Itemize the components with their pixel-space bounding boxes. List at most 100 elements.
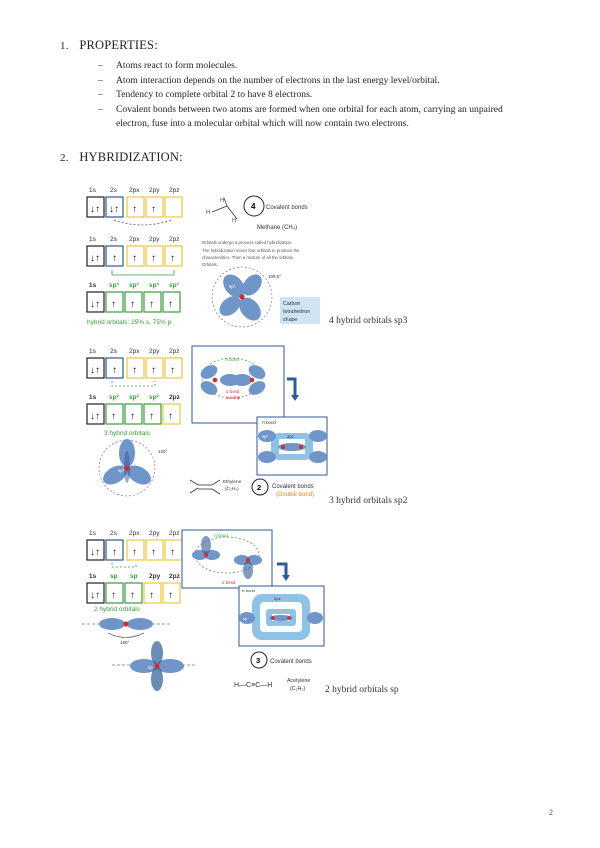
svg-text:shape: shape [283, 317, 297, 323]
svg-text:2 hybrid orbitals: 2 hybrid orbitals [94, 606, 141, 613]
svg-text:↑: ↑ [170, 365, 175, 376]
page-number: 2 [549, 808, 553, 817]
orbital-label: 2py [149, 187, 160, 194]
svg-text:109.5°: 109.5° [268, 274, 281, 279]
svg-text:↑: ↑ [132, 365, 137, 376]
svg-text:sp: sp [110, 573, 118, 580]
svg-text:2px: 2px [129, 530, 140, 537]
orbital-label: 2s [110, 187, 118, 194]
orbital-label: 2pz [169, 236, 179, 243]
orbital-label: 2px [129, 187, 140, 194]
bond-count: 4 [251, 202, 256, 211]
svg-text:The hybridization mixes four o: The hybridization mixes four orbitals to… [202, 248, 300, 253]
svg-text:H: H [220, 198, 224, 204]
svg-text:2: 2 [257, 483, 261, 492]
svg-text:overlap: overlap [226, 395, 241, 400]
caption-sp: 2 hybrid orbitals sp [325, 685, 399, 695]
orbital-label: sp³ [149, 282, 160, 289]
orbital-label: 2px [129, 236, 140, 243]
svg-text:↓↑: ↓↑ [90, 547, 100, 558]
caption-sp2: 3 hybrid orbitals sp2 [329, 496, 408, 506]
svg-text:π bond: π bond [262, 420, 276, 425]
section-title: HYBRIDIZATION: [79, 150, 183, 164]
section-number: 1. [60, 40, 69, 52]
molecule-label: Methane (CH₄) [257, 225, 297, 231]
ethylene-bond-panel: π bond sp² 2pz [258, 420, 327, 463]
svg-text:sp²: sp² [129, 394, 140, 401]
molecule-formula: H—C≡C—H [234, 682, 272, 689]
svg-text:↓↑: ↓↑ [90, 253, 100, 264]
svg-text:2pz: 2pz [169, 530, 179, 537]
svg-text:Carbon: Carbon [283, 301, 300, 307]
svg-text:sp²: sp² [262, 434, 269, 439]
svg-text:π bond: π bond [214, 533, 228, 538]
svg-text:↑: ↑ [168, 411, 173, 422]
svg-text:π bond: π bond [242, 588, 255, 593]
svg-text:↑: ↑ [132, 547, 137, 558]
svg-text:↑: ↑ [151, 253, 156, 264]
svg-text:Acetylene: Acetylene [287, 678, 310, 684]
svg-text:↑: ↑ [111, 411, 116, 422]
svg-text:2py: 2py [149, 530, 160, 537]
list-item: Tendency to complete orbital 2 to have 8… [98, 88, 528, 103]
svg-text:↓↑: ↓↑ [109, 204, 119, 215]
svg-text:↑: ↑ [170, 547, 175, 558]
orbital-label: sp³ [129, 282, 140, 289]
svg-text:2s: 2s [110, 530, 118, 537]
svg-text:1s: 1s [89, 394, 97, 401]
acetylene-bond-panel: π bond sp 2pz [239, 588, 323, 640]
section-heading: 1. PROPERTIES: [60, 38, 560, 53]
svg-text:↑: ↑ [130, 411, 135, 422]
svg-text:1s: 1s [89, 530, 97, 537]
sp-figure: 1s 2s 2px 2py 2pz ↓↑↑↑↑↑ 1s sp sp 2py 2p… [82, 529, 325, 692]
caption-sp3: 4 hybrid orbitals sp3 [329, 316, 408, 326]
svg-text:↑: ↑ [151, 547, 156, 558]
bond-label: Covalent bonds [266, 205, 308, 211]
section-title: PROPERTIES: [79, 38, 158, 52]
svg-text:sp: sp [243, 616, 248, 621]
svg-text:↑: ↑ [151, 204, 156, 215]
orbital-label: 2py [149, 236, 160, 243]
svg-text:↑: ↑ [168, 590, 173, 601]
svg-text:↑: ↑ [132, 204, 137, 215]
svg-text:↑: ↑ [132, 253, 137, 264]
orbital-label: sp³ [109, 282, 120, 289]
svg-text:↑: ↑ [130, 299, 135, 310]
svg-text:2pz: 2pz [169, 348, 179, 355]
svg-text:↑: ↑ [149, 590, 154, 601]
svg-text:↑: ↑ [130, 590, 135, 601]
methane-structure: 4 Covalent bonds H H H Methane (CH₄) [206, 195, 308, 231]
svg-text:↓↑: ↓↑ [90, 590, 100, 601]
svg-text:↑: ↑ [149, 411, 154, 422]
sp2-trigonal-orbitals: sp² 120° [98, 439, 168, 497]
sp3-figure: 1s 2s 2px 2py 2pz ↓↑↓↑↑↑ 1s 2s 2px 2py 2… [86, 187, 320, 328]
svg-text:Covalent bonds: Covalent bonds [270, 659, 312, 665]
svg-text:180°: 180° [120, 640, 130, 645]
svg-text:2pz: 2pz [169, 573, 181, 580]
svg-text:sp²: sp² [149, 394, 160, 401]
svg-text:1s: 1s [89, 348, 97, 355]
orbital-label: 1s [89, 236, 97, 243]
sp-overlap-diagram: π bond σ bond [192, 533, 262, 585]
svg-text:↑: ↑ [112, 365, 117, 376]
svg-text:↑: ↑ [170, 253, 175, 264]
svg-text:σ bond: σ bond [222, 580, 236, 585]
svg-text:Covalent bonds: Covalent bonds [272, 484, 314, 490]
svg-text:3: 3 [256, 656, 260, 665]
hybrid-note: hybrid orbitals: 25% s, 75% p [87, 319, 172, 326]
svg-text:σ bond: σ bond [226, 389, 240, 394]
svg-text:↑: ↑ [111, 590, 116, 601]
svg-text:(Double bond): (Double bond) [276, 492, 314, 498]
svg-text:2pz: 2pz [274, 596, 280, 601]
svg-text:↓↑: ↓↑ [90, 411, 100, 422]
svg-text:↑: ↑ [151, 365, 156, 376]
svg-text:↓↑: ↓↑ [90, 299, 100, 310]
svg-text:2py: 2py [149, 573, 161, 580]
svg-text:↓↑: ↓↑ [90, 204, 100, 215]
svg-text:Orbitals.: Orbitals. [202, 262, 218, 267]
section-properties: 1. PROPERTIES: Atoms react to form molec… [60, 38, 560, 132]
sp-linear-orbitals: 180° [82, 618, 172, 645]
svg-text:sp: sp [130, 573, 138, 580]
svg-text:(C₂H₂): (C₂H₂) [290, 686, 306, 692]
svg-text:characteristics. Then a mixtur: characteristics. Then a mixture of all t… [202, 255, 293, 260]
